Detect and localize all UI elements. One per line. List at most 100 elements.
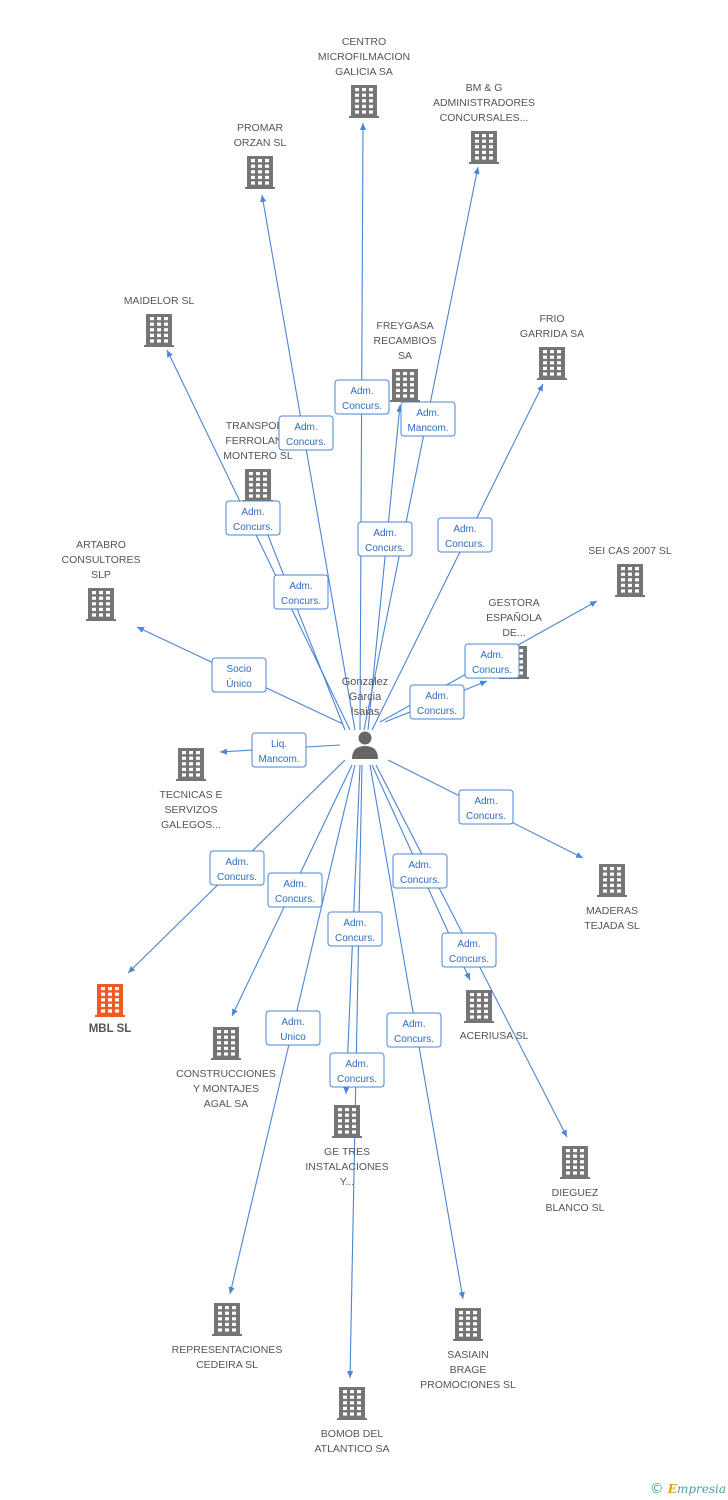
role-badge-bomob[interactable]: Adm.Concurs. (329, 1052, 385, 1088)
role-label-line: Concurs. (342, 401, 382, 412)
company-node-seicas[interactable]: SEI CAS 2007 SL (588, 545, 672, 597)
role-label: Adm.Concurs. (472, 650, 512, 676)
role-badge-tecnicas[interactable]: Liq.Mancom. (251, 732, 307, 768)
company-label-line: MAIDELOR SL (124, 295, 195, 307)
roles-layer: Adm. Concurs. Adm.Mancom. Adm. Concurs. Adm. C… (209, 379, 520, 1088)
company-label-line: Y... (340, 1176, 354, 1188)
edge-transport (253, 499, 346, 731)
role-badge-maderas[interactable]: Adm. Concurs. (458, 789, 514, 825)
company-label-line: ESPAÑOLA (486, 611, 542, 624)
role-label-line: Adm. (474, 796, 497, 807)
role-badge-centro[interactable]: Adm. Concurs. (334, 379, 390, 415)
role-label-line: Concurs. (466, 811, 506, 822)
role-badge-promar[interactable]: Adm.Concurs. (278, 415, 334, 451)
role-badge-construcciones[interactable]: Adm. Concurs. (267, 872, 323, 908)
company-label-line: FRIO (539, 313, 564, 325)
role-badge-dieguez[interactable]: Adm.Concurs. (441, 932, 497, 968)
role-badge-sasiain[interactable]: Adm.Concurs. (386, 1012, 442, 1048)
company-label-line: BOMOB DEL (321, 1428, 384, 1440)
company-label: FRIO GARRIDA SA (520, 313, 584, 340)
company-node-maidelor[interactable]: MAIDELOR SL (124, 295, 195, 347)
role-label: Adm. Concurs. (342, 386, 382, 412)
brand-initial: E (667, 1482, 677, 1496)
building-icon (453, 1308, 483, 1341)
role-badge-transport[interactable]: Adm.Concurs. (273, 574, 329, 610)
role-label-line: Concurs. (445, 539, 485, 550)
role-label: Adm.Mancom. (407, 408, 448, 434)
role-label: Adm. Concurs. (466, 796, 506, 822)
company-label: ACERIUSA SL (460, 1030, 529, 1042)
edge-freygasa (367, 404, 403, 731)
role-badge-frio[interactable]: Adm.Concurs. (437, 517, 493, 553)
role-label-line: Adm. (457, 939, 480, 950)
company-label-line: CONSTRUCCIONES (176, 1068, 276, 1080)
company-label-line: Y MONTAJES (193, 1083, 259, 1095)
role-badge-gestora[interactable]: Adm.Concurs. (409, 684, 465, 720)
role-badge-getres[interactable]: Adm.Concurs. (327, 911, 383, 947)
company-label-line: PROMAR (237, 122, 284, 134)
company-label-line: ADMINISTRADORES (433, 97, 535, 109)
role-badge-seicas[interactable]: Adm.Concurs. (464, 643, 520, 679)
company-label-line: GALEGOS... (161, 819, 221, 831)
role-label: Adm.Concurs. (286, 422, 326, 448)
role-label-line: Adm. (225, 857, 248, 868)
role-badge-bmg[interactable]: Adm.Mancom. (400, 401, 456, 437)
company-label: MBL SL (89, 1023, 132, 1035)
role-label-line: Adm. (281, 1017, 304, 1028)
company-node-aceriusa[interactable]: ACERIUSA SL (460, 990, 529, 1042)
role-label-line: Concurs. (275, 894, 315, 905)
role-label-line: Adm. (402, 1019, 425, 1030)
company-label: SEI CAS 2007 SL (588, 545, 672, 557)
building-icon (144, 314, 174, 347)
role-label: Adm.Concurs. (281, 581, 321, 607)
role-label-line: Concurs. (335, 933, 375, 944)
company-label-line: RECAMBIOS (373, 335, 436, 347)
role-label-line: Adm. (283, 879, 306, 890)
role-badge-freygasa[interactable]: Adm.Concurs. (357, 521, 413, 557)
company-label-line: FERROLANO (225, 435, 290, 447)
building-icon (176, 748, 206, 781)
company-label-line: GARRIDA SA (520, 328, 584, 340)
edge-frio (371, 383, 544, 731)
role-label-line: Adm. (350, 386, 373, 397)
role-label-line: Socio (226, 664, 251, 675)
company-node-frio[interactable]: FRIO GARRIDA SA (520, 313, 584, 380)
role-label: Adm.Concurs. (337, 1059, 377, 1085)
role-label: Adm.Concurs. (449, 939, 489, 965)
building-icon (332, 1105, 362, 1138)
company-label-line: BRAGE (450, 1364, 487, 1376)
role-badge-aceriusa[interactable]: Adm.Concurs. (392, 853, 448, 889)
company-node-mbl[interactable]: MBL SL (89, 984, 132, 1035)
copyright-icon: © (649, 1481, 664, 1497)
role-badge-representaciones[interactable]: Adm.Unico (265, 1010, 321, 1046)
brand-name: mpresia (676, 1482, 726, 1496)
role-label-line: Adm. (241, 507, 264, 518)
role-badge-maidelor[interactable]: Adm.Concurs. (225, 500, 281, 536)
role-badge-mbl[interactable]: Adm.Concurs. (209, 850, 265, 886)
building-icon (211, 1027, 241, 1060)
role-label-line: Adm. (289, 581, 312, 592)
company-label-line: MADERAS (586, 905, 638, 917)
company-label-line: TRANSPORT (226, 420, 291, 432)
